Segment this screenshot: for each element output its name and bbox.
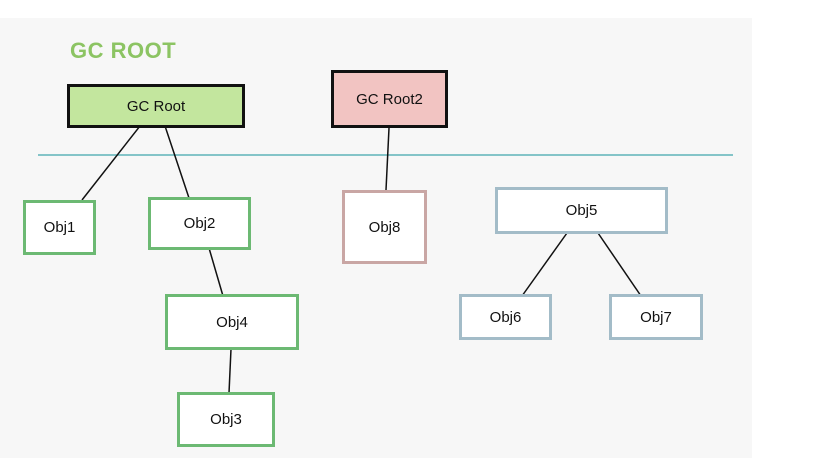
edge-obj5-obj6 [521,232,568,297]
obj6-node: Obj6 [459,294,552,340]
edge-obj2-obj4 [208,247,224,297]
gc-root-node: GC Root [67,84,245,128]
edge-obj4-obj3 [228,348,232,394]
obj5-node: Obj5 [495,187,668,234]
edge-gcroot-obj2 [164,125,190,199]
edge-gcroot2-obj8 [385,127,390,191]
obj3-node: Obj3 [177,392,275,447]
obj2-node: Obj2 [148,197,251,250]
diagram-title: GC ROOT [70,38,177,63]
obj7-node: Obj7 [609,294,703,340]
obj4-node: Obj4 [165,294,299,350]
obj8-node: Obj8 [342,190,427,264]
edge-obj5-obj7 [597,232,642,297]
obj1-node: Obj1 [23,200,96,255]
gc-root2-node: GC Root2 [331,70,448,128]
edge-gcroot-obj1 [81,125,141,201]
